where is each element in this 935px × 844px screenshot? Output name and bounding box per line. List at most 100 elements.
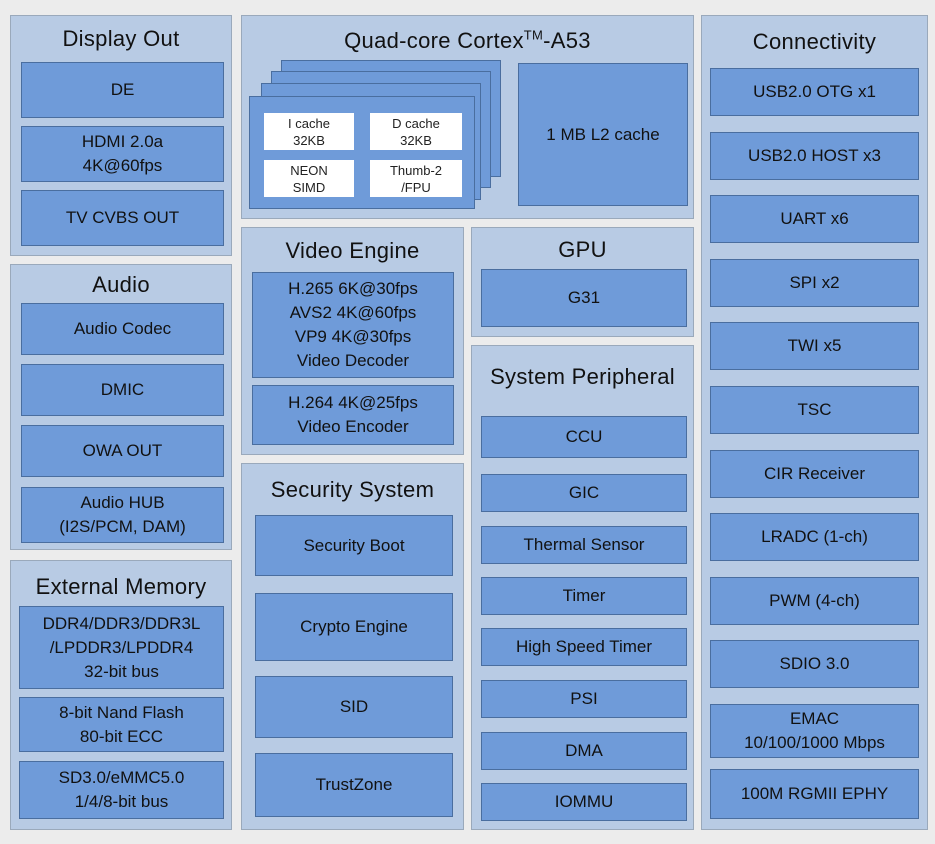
high-speed-timer-block: High Speed Timer	[481, 628, 687, 666]
connectivity-panel: Connectivity USB2.0 OTG x1 USB2.0 HOST x…	[701, 15, 928, 830]
iommu-block: IOMMU	[481, 783, 687, 821]
block-line: H.264 4K@25fps	[288, 393, 418, 412]
block-line: Video Encoder	[297, 417, 409, 436]
block-line: D cache	[392, 115, 440, 131]
block-line: USB2.0 OTG x1	[753, 82, 876, 101]
block-line: SD3.0/eMMC5.0	[58, 768, 185, 787]
block-line: Security Boot	[303, 535, 405, 555]
cir-receiver-block: CIR Receiver	[710, 450, 919, 498]
block-line: PWM (4-ch)	[769, 591, 860, 610]
twi-block: TWI x5	[710, 322, 919, 370]
connectivity-title: Connectivity	[752, 29, 877, 54]
sd-emmc-block: SD3.0/eMMC5.0 1/4/8-bit bus	[19, 761, 224, 819]
block-line: SIMD	[292, 179, 326, 195]
system-peripheral-title: System Peripheral	[490, 364, 675, 389]
block-line: I cache	[288, 115, 330, 131]
spi-block: SPI x2	[710, 259, 919, 307]
external-memory-panel: External Memory DDR4/DDR3/DDR3L/LPDDR3/L…	[10, 560, 232, 830]
block-line: 32-bit bus	[84, 661, 159, 681]
block-line: 1/4/8-bit bus	[74, 792, 169, 811]
block-line: DMIC	[100, 380, 145, 399]
block-line: High Speed Timer	[515, 637, 653, 656]
lradc-block: LRADC (1-ch)	[710, 513, 919, 561]
block-line: DE	[110, 80, 135, 99]
block-line: LRADC (1-ch)	[761, 527, 868, 546]
gpu-panel: GPU G31	[471, 227, 694, 337]
block-line: USB2.0 HOST x3	[748, 146, 881, 165]
block-line: 32KB	[293, 132, 325, 148]
dmic-block: DMIC	[21, 364, 224, 416]
tsc-block: TSC	[710, 386, 919, 434]
block-line: Video Decoder	[296, 351, 410, 370]
block-line: 4K@60fps	[82, 156, 163, 175]
gpu-title: GPU	[558, 237, 607, 262]
block-line: /LPDDR3/LPDDR4	[49, 637, 194, 657]
de-block: DE	[21, 62, 224, 118]
usb-host-block: USB2.0 HOST x3	[710, 132, 919, 180]
cpu-title-main: Quad-core Cortex	[344, 28, 524, 53]
thumb-fpu-box: Thumb-2/FPU	[370, 160, 462, 197]
audio-title: Audio	[92, 272, 150, 297]
block-line: PSI	[570, 689, 598, 708]
gic-block: GIC	[481, 474, 687, 512]
block-line: OWA OUT	[82, 441, 163, 460]
ccu-block: CCU	[481, 416, 687, 458]
block-line: VP9 4K@30fps	[294, 327, 412, 346]
block-line: Audio Codec	[73, 319, 172, 338]
block-line: TrustZone	[315, 775, 393, 794]
block-line: 10/100/1000 Mbps	[744, 733, 885, 752]
block-line: TSC	[797, 400, 832, 419]
l2-cache-block: 1 MB L2 cache	[518, 63, 688, 206]
sid-block: SID	[255, 676, 453, 738]
audio-panel: Audio Audio Codec DMIC OWA OUT Audio HUB…	[10, 264, 232, 550]
crypto-engine-block: Crypto Engine	[255, 593, 453, 661]
block-line: 32KB	[400, 132, 432, 148]
audio-hub-block: Audio HUB (I2S/PCM, DAM)	[21, 487, 224, 543]
display-out-title: Display Out	[62, 26, 180, 51]
block-line: Thumb-2	[389, 162, 443, 178]
video-engine-title: Video Engine	[285, 238, 420, 263]
block-line: CIR Receiver	[763, 464, 866, 483]
security-system-title: Security System	[270, 477, 435, 502]
owa-out-block: OWA OUT	[21, 425, 224, 477]
block-line: (I2S/PCM, DAM)	[59, 517, 186, 536]
dma-block: DMA	[481, 732, 687, 770]
block-line: Crypto Engine	[300, 617, 408, 636]
timer-block: Timer	[481, 577, 687, 615]
block-line: Thermal Sensor	[523, 535, 645, 554]
block-line: /FPU	[401, 179, 431, 195]
block-line: IOMMU	[554, 792, 614, 811]
thermal-sensor-block: Thermal Sensor	[481, 526, 687, 564]
block-line: Timer	[562, 586, 606, 605]
system-peripheral-panel: System Peripheral CCU GIC Thermal Sensor…	[471, 345, 694, 830]
audio-codec-block: Audio Codec	[21, 303, 224, 355]
block-line: 100M RGMII EPHY	[740, 784, 889, 803]
block-line: AVS2 4K@60fps	[289, 303, 417, 322]
block-line: SID	[339, 697, 369, 716]
block-line: 1 MB L2 cache	[546, 124, 660, 144]
security-system-panel: Security System Security Boot Crypto Eng…	[241, 463, 464, 830]
trustzone-block: TrustZone	[255, 753, 453, 817]
cpu-title: Quad-core CortexTM-A53	[242, 28, 693, 54]
block-line: NEON	[290, 162, 328, 178]
block-line: Audio HUB	[80, 493, 165, 512]
sdio-block: SDIO 3.0	[710, 640, 919, 688]
block-line: TV CVBS OUT	[65, 208, 180, 227]
external-memory-title: External Memory	[35, 574, 207, 599]
block-line: DMA	[565, 741, 603, 760]
block-line: SPI x2	[789, 273, 840, 292]
block-line: DDR4/DDR3/DDR3L	[42, 613, 201, 633]
usb-otg-block: USB2.0 OTG x1	[710, 68, 919, 116]
ddr-block: DDR4/DDR3/DDR3L/LPDDR3/LPDDR4 32-bit bus	[19, 606, 224, 689]
block-line: 80-bit ECC	[79, 726, 164, 746]
block-line: TWI x5	[787, 336, 842, 355]
